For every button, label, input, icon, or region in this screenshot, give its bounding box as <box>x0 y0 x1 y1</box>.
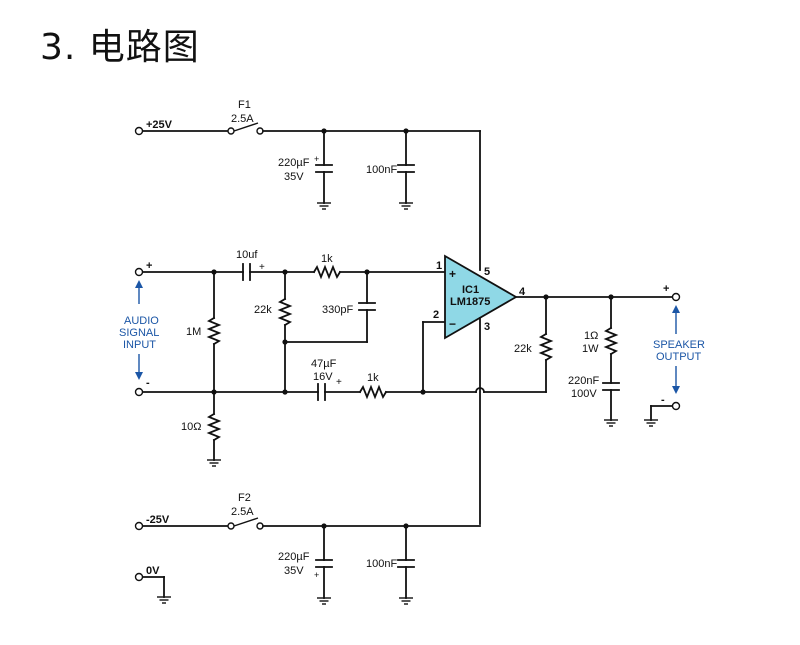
ic-ref-label: IC1 <box>462 284 479 296</box>
input-line3: INPUT <box>123 339 156 351</box>
cap-100nf-bottom-label: 100nF <box>366 558 397 570</box>
res-10-ohm-label: 10Ω <box>181 421 201 433</box>
ground-label: 0V <box>146 565 160 577</box>
audio-signal-input-label: AUDIO SIGNAL INPUT <box>119 280 159 380</box>
speaker-plus-terminal[interactable] <box>671 292 681 302</box>
cap-220uf-top-voltage: 35V <box>284 171 304 183</box>
cap-220nf-voltage: 100V <box>571 388 597 400</box>
pin-5-label: 5 <box>484 266 490 278</box>
res-1k-feedback-label: 1k <box>367 372 379 384</box>
capacitor-220uf-top: + 220µF 35V <box>278 130 333 210</box>
negative-supply-rail: -25V F2 2.5A + 220µF 35V 100nF <box>134 492 481 605</box>
input-plus-label: + <box>146 260 152 272</box>
output-section: 22k 1Ω 1W 220nF 100V + SPEAKER OUTPUT <box>514 283 705 427</box>
svg-text:+: + <box>336 377 342 388</box>
speaker-minus-terminal[interactable] <box>671 401 681 411</box>
pin-3-label: 3 <box>484 321 490 333</box>
input-minus-label: - <box>146 377 150 389</box>
input-plus-terminal[interactable] <box>134 267 144 277</box>
svg-text:+: + <box>314 570 319 580</box>
res-22k-input-label: 22k <box>254 304 272 316</box>
resistor-10-ohm: 10Ω <box>181 391 222 467</box>
page-title: 3. 电路图 <box>40 27 200 68</box>
cap-220uf-bottom-voltage: 35V <box>284 565 304 577</box>
pin-2-label: 2 <box>433 309 439 321</box>
fuse-f2-rating: 2.5A <box>231 506 254 518</box>
fuse-f2-name: F2 <box>238 492 251 504</box>
input-line1: AUDIO <box>124 315 159 327</box>
resistor-1k-input: 1k <box>312 253 342 280</box>
cap-220uf-bottom-value: 220µF <box>278 551 310 563</box>
opamp-plus: + <box>449 267 456 281</box>
cap-47uf-value: 47µF <box>311 358 337 370</box>
fuse-f2: F2 2.5A <box>227 492 264 530</box>
capacitor-47uf: 47µF 16V + <box>311 358 342 401</box>
cap-330pf-label: 330pF <box>322 304 353 316</box>
fuse-f1-name: F1 <box>238 99 251 111</box>
ic-part-label: LM1875 <box>450 296 490 308</box>
res-1m-label: 1M <box>186 326 201 338</box>
pin-4-label: 4 <box>519 286 526 298</box>
fuse-f1: F1 2.5A <box>227 99 264 135</box>
capacitor-100nf-top: 100nF <box>366 130 415 210</box>
capacitor-100nf-bottom: 100nF <box>366 525 415 605</box>
speaker-output-label: SPEAKER OUTPUT <box>653 305 705 394</box>
negative-supply-label: -25V <box>146 514 170 526</box>
cap-47uf-voltage: 16V <box>313 371 333 383</box>
resistor-22k-output: 22k <box>514 296 554 362</box>
resistor-1m: 1M <box>186 271 222 393</box>
opamp-minus: − <box>449 317 456 331</box>
speaker-plus-label: + <box>663 283 669 295</box>
input-minus-terminal[interactable] <box>134 387 144 397</box>
resistor-22k-input: 22k <box>254 271 293 393</box>
input-section: + 10uf + 1k 22k <box>119 249 446 467</box>
positive-supply-label: +25V <box>146 119 173 131</box>
cap-10uf-label: 10uf <box>236 249 258 261</box>
capacitor-220uf-bottom: + 220µF 35V <box>278 525 333 605</box>
pin-1-label: 1 <box>436 260 442 272</box>
capacitor-10uf: 10uf + <box>236 249 265 281</box>
input-line2: SIGNAL <box>119 327 159 339</box>
speaker-minus-label: - <box>661 394 665 406</box>
res-1-ohm-power: 1W <box>582 343 599 355</box>
resistor-1-ohm: 1Ω 1W <box>582 296 619 384</box>
opamp-ic1: 1 2 3 4 5 + − IC1 LM1875 <box>433 254 526 525</box>
output-line2: OUTPUT <box>656 351 702 363</box>
feedback-network: 47µF 16V + 1k <box>311 321 547 401</box>
res-1-ohm-label: 1Ω <box>584 330 598 342</box>
svg-text:+: + <box>259 262 265 273</box>
ground-terminal[interactable] <box>134 572 144 582</box>
svg-text:+: + <box>314 154 319 164</box>
positive-supply-rail: +25V F1 2.5A + 220µF 35V <box>134 99 481 271</box>
res-22k-output-label: 22k <box>514 343 532 355</box>
cap-100nf-top-label: 100nF <box>366 164 397 176</box>
capacitor-220nf: 220nF 100V <box>568 375 620 427</box>
positive-supply-terminal[interactable] <box>134 126 144 136</box>
cap-220nf-label: 220nF <box>568 375 599 387</box>
capacitor-330pf: 330pF <box>322 271 376 343</box>
ground-0v: 0V <box>134 565 172 604</box>
res-1k-input-label: 1k <box>321 253 333 265</box>
negative-supply-terminal[interactable] <box>134 521 144 531</box>
cap-220uf-top-value: 220µF <box>278 157 310 169</box>
output-line1: SPEAKER <box>653 339 705 351</box>
resistor-1k-feedback: 1k <box>358 372 388 400</box>
fuse-f1-rating: 2.5A <box>231 113 254 125</box>
